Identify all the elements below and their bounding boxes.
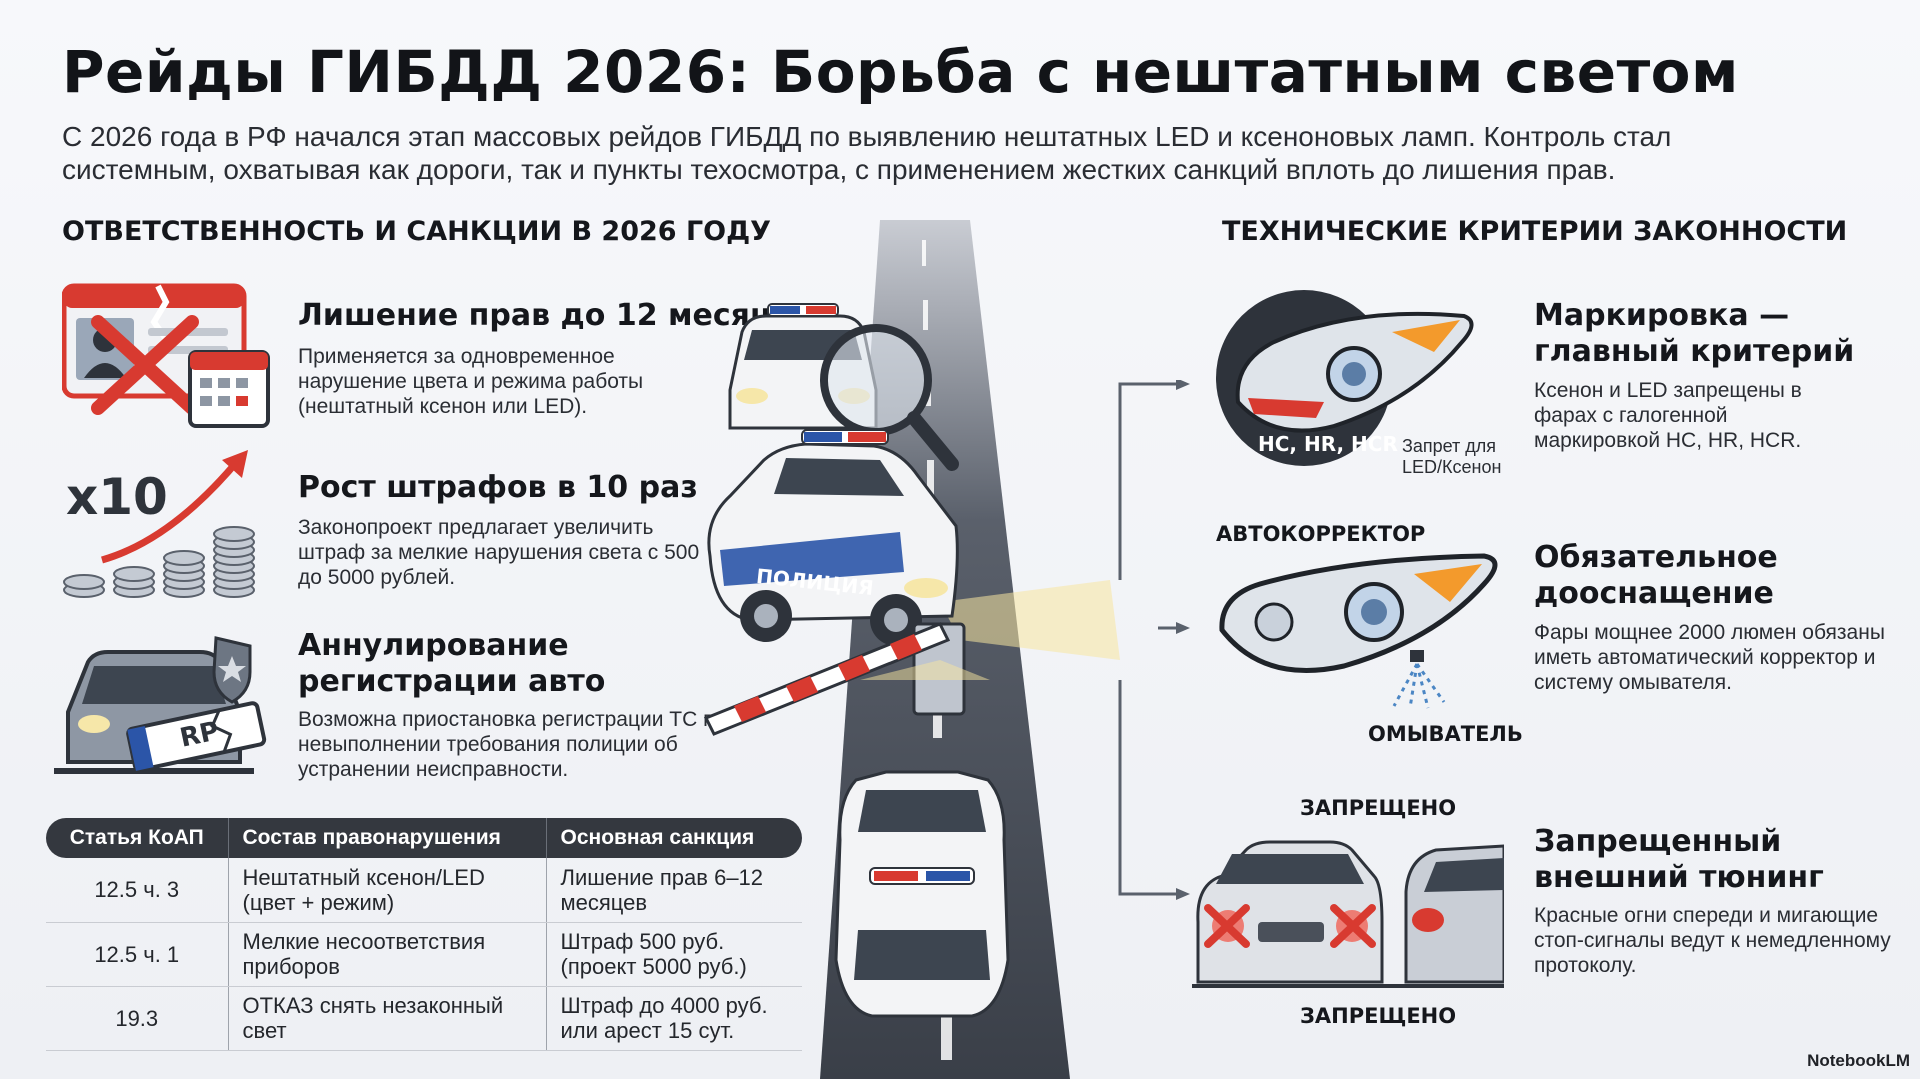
right-item-2-text: Фары мощнее 2000 люмен обязаны иметь авт… <box>1534 621 1885 694</box>
left-item-2-title: Рост штрафов в 10 раз <box>298 470 698 505</box>
table-cell: ОТКАЗ снять незаконный свет <box>227 986 546 1051</box>
page-title: Рейды ГИБДД 2026: Борьба с нештатным све… <box>62 38 1739 106</box>
table-header-cell: Состав правонарушения <box>227 818 546 858</box>
police-car-middle <box>707 429 959 646</box>
table-header-cell: Статья КоАП <box>46 818 228 858</box>
marking-text: HC, HR, HCR <box>1258 432 1398 456</box>
table-header-cell: Основная санкция <box>545 818 802 858</box>
intro-text: С 2026 года в РФ начался этап массовых р… <box>62 121 1672 185</box>
marking-note: Запрет для LED/Ксенон <box>1402 436 1502 477</box>
table-cell: Лишение прав 6–12 месяцев <box>545 858 802 923</box>
road-illustration <box>703 220 1120 1079</box>
left-section-heading: ОТВЕТСТВЕННОСТЬ И САНКЦИИ В 2026 ГОДУ <box>62 216 771 247</box>
connector-lines <box>1118 380 1190 900</box>
table-cell: Мелкие несоответствия приборов <box>227 922 546 987</box>
left-item-2-text: Законопроект предлагает увеличить штраф … <box>298 516 700 589</box>
headlight-corrector-icon <box>1219 553 1498 709</box>
left-item-3-title: Аннулирование регистрации авто <box>298 628 606 699</box>
x10-badge: x10 <box>66 468 168 526</box>
table-cell: Штраф 500 руб. (проект 5000 руб.) <box>545 922 802 987</box>
table-cell: 12.5 ч. 3 <box>46 858 228 923</box>
magnifier <box>820 324 959 471</box>
license-revoked-icon <box>62 283 270 428</box>
right-section-heading: ТЕХНИЧЕСКИЕ КРИТЕРИИ ЗАКОННОСТИ <box>1222 216 1848 247</box>
left-item-1-text: Применяется за одновременное нарушение ц… <box>298 345 644 418</box>
right-item-3-text: Красные огни спереди и мигающие стоп-сиг… <box>1534 904 1891 977</box>
coins-growth-icon: x10 <box>62 450 262 610</box>
table-cell: 19.3 <box>46 986 228 1051</box>
table-row: 12.5 ч. 1 Мелкие несоответствия приборов… <box>46 922 802 987</box>
left-item-3-text: Возможна приостановка регистрации ТС при… <box>298 708 738 781</box>
notebooklm-brand: NotebookLM <box>1807 1051 1910 1070</box>
washer-label: ОМЫВАТЕЛЬ <box>1368 722 1523 746</box>
headlight-marking-icon: HC, HR, HCR Запрет для LED/Ксенон <box>1214 282 1514 482</box>
koap-table: Статья КоАП Состав правонарушения Основн… <box>46 818 802 1051</box>
table-cell: Нештатный ксенон/LED (цвет + режим) <box>227 858 546 923</box>
forbidden-label-top: ЗАПРЕЩЕНО <box>1300 796 1457 820</box>
forbidden-tuning-icon <box>1192 840 1504 988</box>
table-header-row: Статья КоАП Состав правонарушения Основн… <box>46 818 802 858</box>
right-item-2-title: Обязательное дооснащение <box>1534 540 1778 611</box>
table-row: 12.5 ч. 3 Нештатный ксенон/LED (цвет + р… <box>46 858 802 923</box>
right-item-1-title: Маркировка — главный критерий <box>1534 298 1855 369</box>
registration-cancel-icon: RP <box>54 632 274 782</box>
police-car-rear <box>834 660 1010 1018</box>
table-cell: Штраф до 4000 руб. или арест 15 сут. <box>545 986 802 1051</box>
left-item-1-title: Лишение прав до 12 месяцев <box>298 298 812 333</box>
autocorrector-label: АВТОКОРРЕКТОР <box>1216 522 1426 546</box>
table-cell: 12.5 ч. 1 <box>46 922 228 987</box>
forbidden-label-bottom: ЗАПРЕЩЕНО <box>1300 1004 1457 1028</box>
right-item-3-title: Запрещенный внешний тюнинг <box>1534 824 1824 895</box>
table-row: 19.3 ОТКАЗ снять незаконный свет Штраф д… <box>46 986 802 1051</box>
right-item-1-text: Ксенон и LED запрещены в фарах с галоген… <box>1534 379 1802 452</box>
